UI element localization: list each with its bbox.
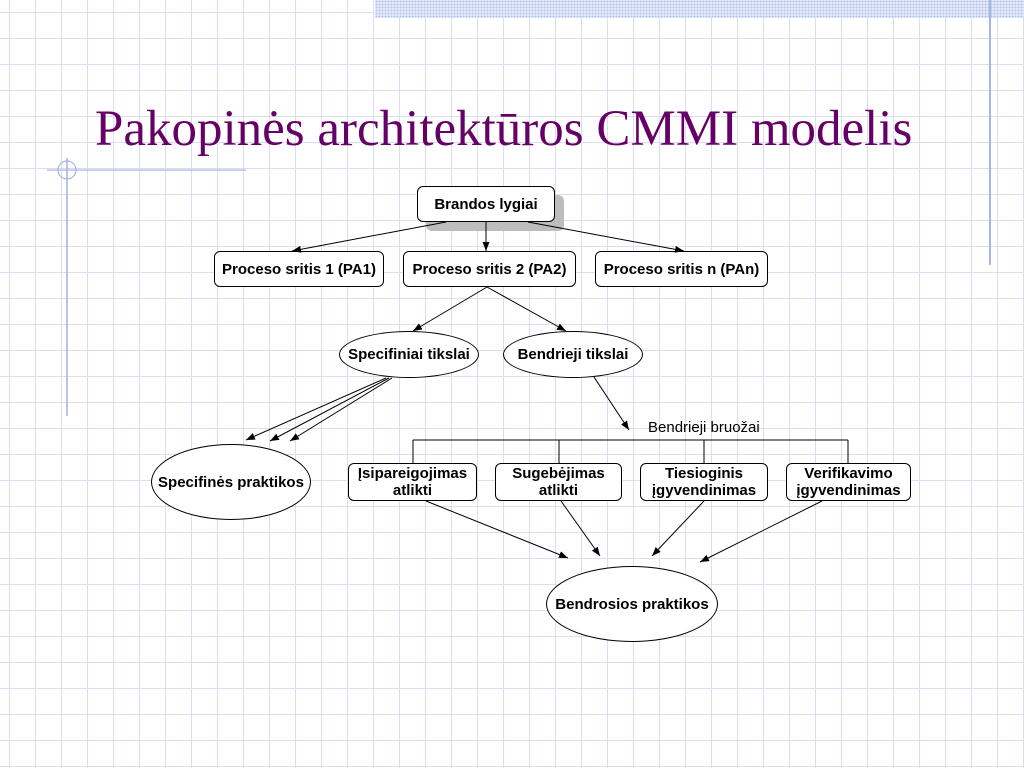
common-features-label: Bendrieji bruožai bbox=[648, 419, 760, 436]
process-area-2-box: Proceso sritis 2 (PA2) bbox=[403, 251, 576, 287]
decor-circle bbox=[57, 160, 77, 180]
directing-implementation-box: Tiesioginis įgyvendinimas bbox=[640, 463, 768, 501]
process-area-1-box: Proceso sritis 1 (PA1) bbox=[214, 251, 384, 287]
generic-goals-ellipse: Bendrieji tikslai bbox=[503, 331, 643, 378]
specific-practices-ellipse: Specifinės praktikos bbox=[151, 444, 311, 520]
specific-goals-ellipse: Specifiniai tikslai bbox=[339, 331, 479, 378]
ability-to-perform-box: Sugebėjimas atlikti bbox=[495, 463, 622, 501]
generic-practices-ellipse: Bendrosios praktikos bbox=[546, 566, 718, 642]
decor-right-line bbox=[989, 0, 991, 265]
slide-title: Pakopinės architektūros CMMI modelis bbox=[95, 101, 913, 157]
maturity-levels-box: Brandos lygiai bbox=[417, 186, 555, 222]
decor-top-band bbox=[375, 0, 1024, 18]
process-area-n-box: Proceso sritis n (PAn) bbox=[595, 251, 768, 287]
verifying-implementation-box: Verifikavimo įgyvendinimas bbox=[786, 463, 911, 501]
commitment-to-perform-box: Įsipareigojimas atlikti bbox=[348, 463, 477, 501]
